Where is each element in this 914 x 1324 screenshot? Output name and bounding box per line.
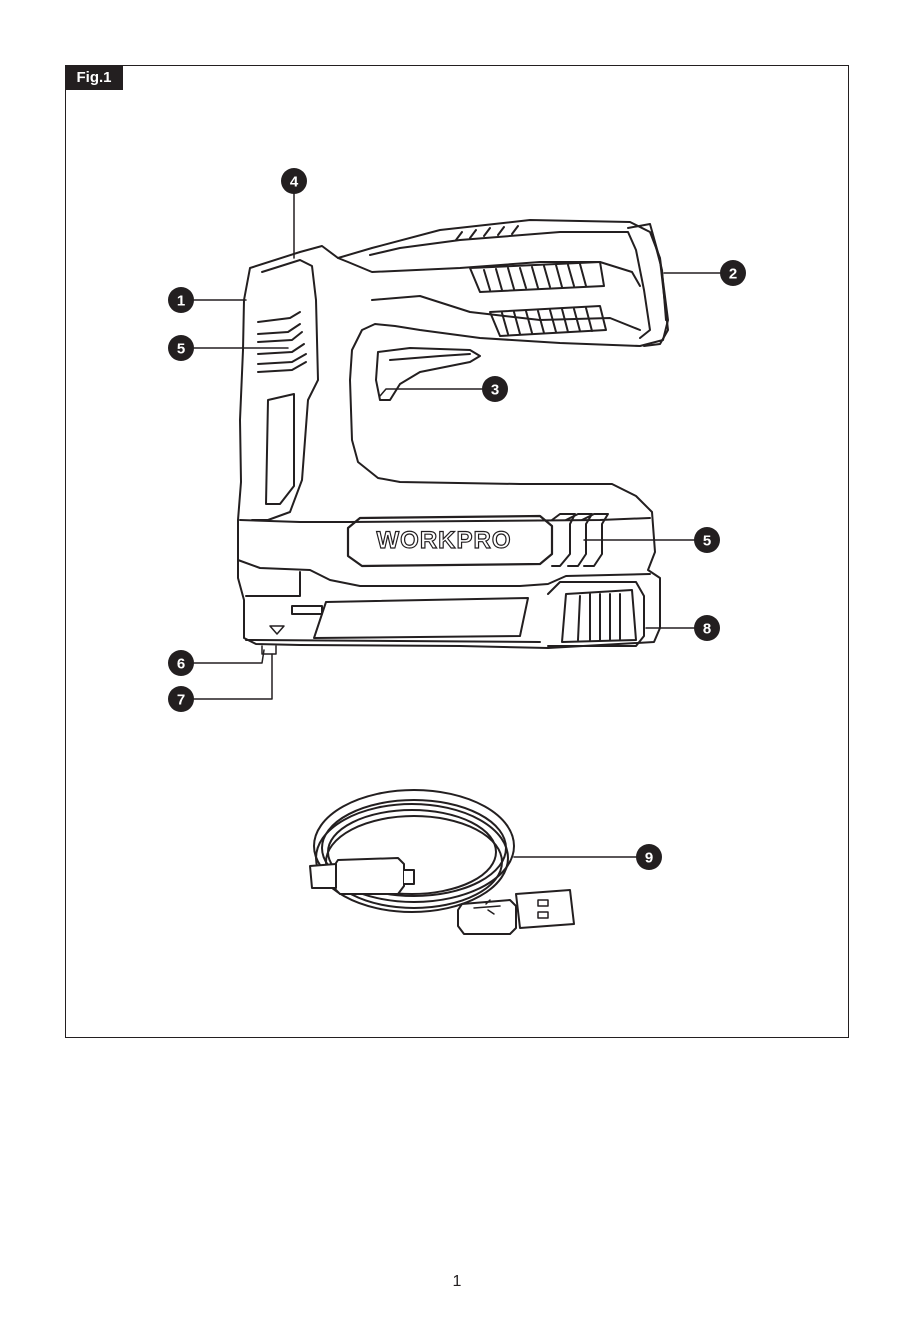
- usb-a-connector: [458, 890, 574, 934]
- svg-text:1: 1: [177, 293, 185, 310]
- stapler-body: [238, 220, 668, 654]
- svg-text:7: 7: [177, 692, 185, 709]
- svg-text:4: 4: [290, 174, 299, 191]
- svg-text:3: 3: [491, 382, 499, 399]
- callout-4: 4: [281, 168, 307, 194]
- callout-3: 3: [482, 376, 508, 402]
- callout-8: 8: [694, 615, 720, 641]
- callout-5-front: 5: [168, 335, 194, 361]
- svg-text:8: 8: [703, 621, 711, 638]
- callout-9: 9: [636, 844, 662, 870]
- svg-text:5: 5: [703, 533, 711, 550]
- callout-1: 1: [168, 287, 194, 313]
- page-number: 1: [0, 1273, 914, 1291]
- svg-text:9: 9: [645, 850, 653, 867]
- svg-text:5: 5: [177, 341, 185, 358]
- svg-text:6: 6: [177, 656, 185, 673]
- callout-7: 7: [168, 686, 194, 712]
- svg-text:2: 2: [729, 266, 737, 283]
- callout-6: 6: [168, 650, 194, 676]
- brand-logo-text: WORKPRO: [377, 527, 512, 554]
- callout-2: 2: [720, 260, 746, 286]
- callout-5-side: 5: [694, 527, 720, 553]
